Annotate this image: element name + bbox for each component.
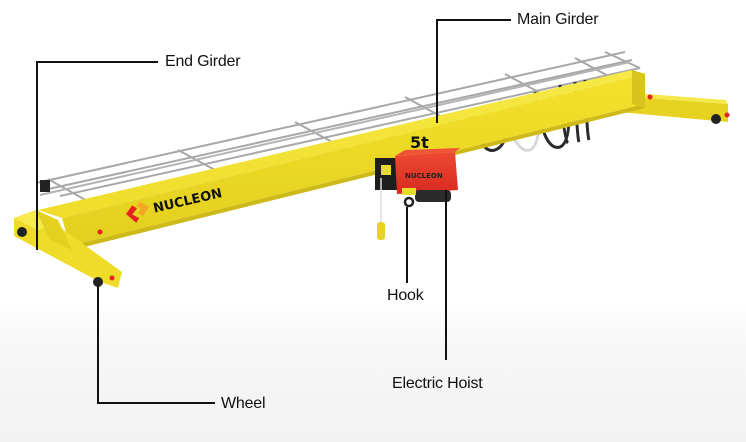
callout-line-wheel [97, 286, 99, 404]
rail [43, 59, 633, 191]
label-wheel: Wheel [221, 395, 266, 412]
wheel [93, 277, 103, 287]
label-main-girder: Main Girder [517, 11, 599, 28]
hoist-body [395, 152, 458, 194]
hoist-logo-text: NUCLEON [405, 172, 443, 180]
logo-mark [126, 205, 140, 223]
callout-line-electric-hoist [445, 190, 447, 360]
capacity-label: 5t [410, 133, 429, 152]
callout-line-hook [406, 207, 408, 283]
main-girder [38, 70, 645, 250]
callout-line-wheel [97, 402, 215, 404]
label-electric-hoist: Electric Hoist [392, 375, 483, 392]
label-hook: Hook [387, 287, 424, 304]
callout-line-end-girder [36, 61, 38, 250]
rail-system [35, 51, 641, 208]
callout-line-main-girder [436, 19, 438, 123]
rail-crossbar [604, 51, 641, 69]
hook-block [403, 196, 415, 208]
callout-line-main-girder [436, 19, 511, 21]
rail-system-front [39, 61, 631, 196]
wheel [711, 114, 721, 124]
rail [35, 51, 626, 184]
rail [59, 67, 641, 197]
rail [39, 61, 631, 196]
end-motor [40, 180, 50, 192]
right-end-girder [618, 92, 730, 124]
label-end-girder: End Girder [165, 53, 241, 70]
hoist-motor [415, 190, 451, 202]
wheel [17, 227, 27, 237]
callout-line-end-girder [36, 61, 158, 63]
pendant-control [377, 178, 385, 240]
electric-hoist: NUCLEON [375, 148, 460, 208]
